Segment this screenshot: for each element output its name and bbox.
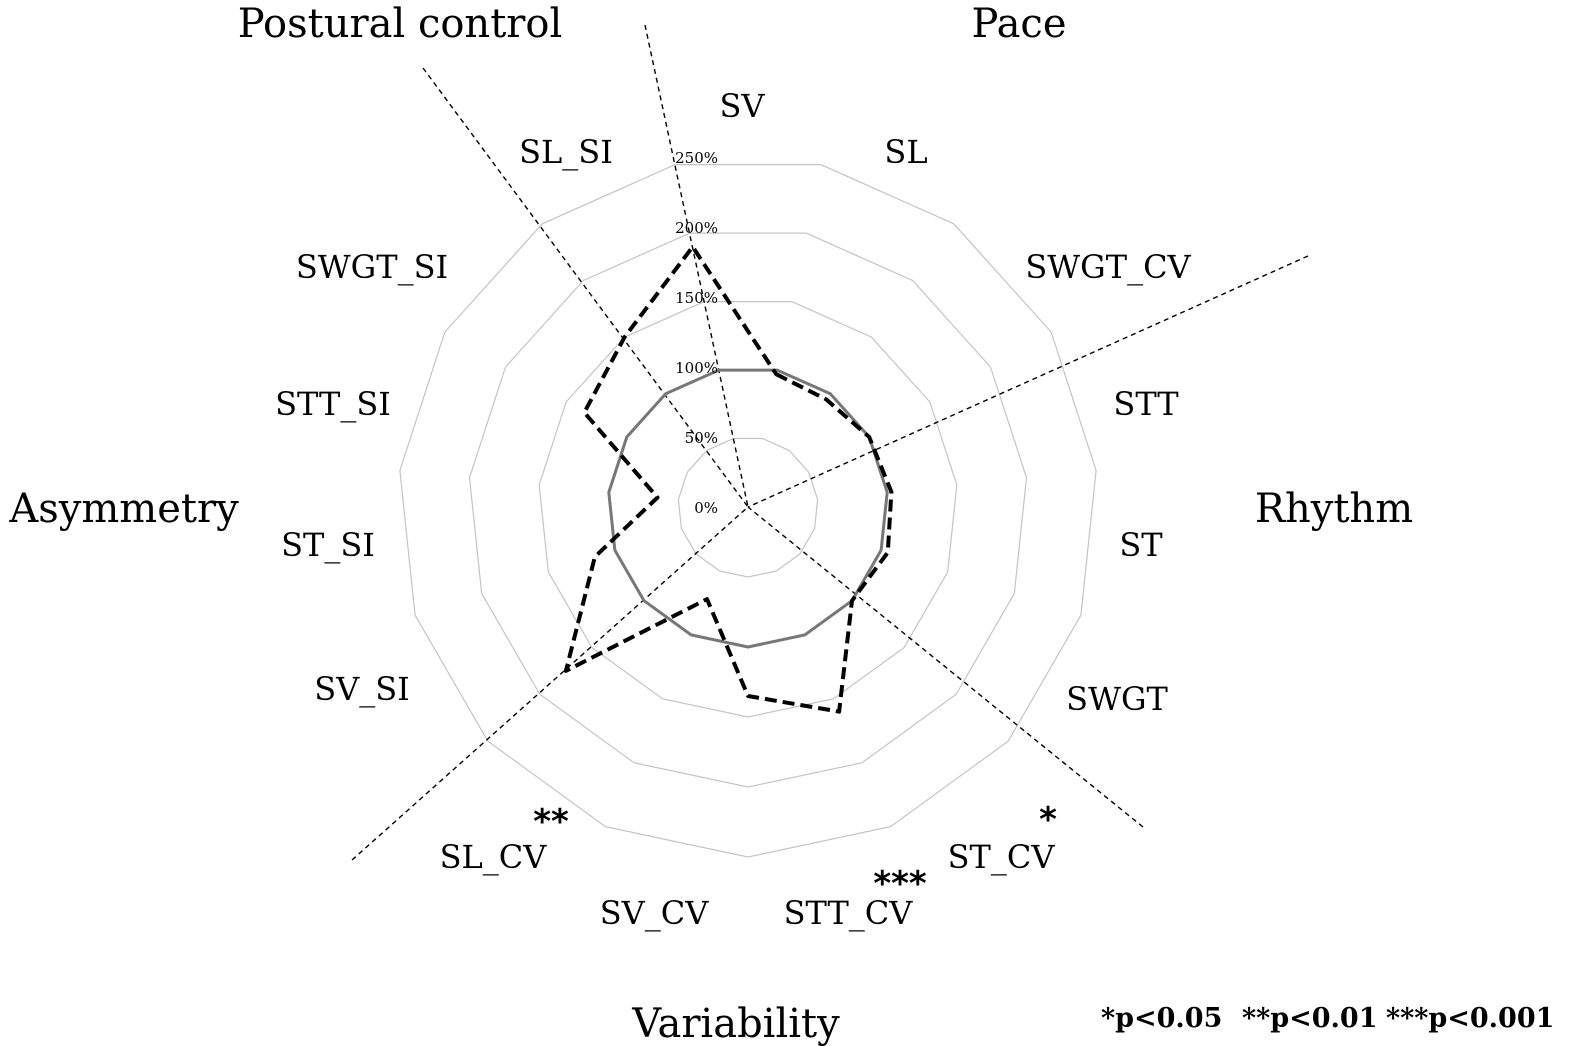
domain-divider-4 xyxy=(747,506,1144,828)
legend: *p<0.05 **p<0.01 ***p<0.001 xyxy=(1101,1003,1554,1034)
tick-label-50: 50% xyxy=(685,429,718,447)
reference-series-line xyxy=(607,368,889,649)
domain-label-pace: Pace xyxy=(971,1,1066,47)
domain-label-asymmetry: Asymmetry xyxy=(8,486,239,532)
legend-item-2: **p<0.01 xyxy=(1242,1003,1378,1034)
domain-divider-3 xyxy=(747,255,1309,508)
grid-rings xyxy=(399,164,1097,858)
tick-label-250: 250% xyxy=(675,149,718,167)
axis-label-swgt: SWGT xyxy=(1066,680,1168,718)
grid-ring-250 xyxy=(399,164,1097,858)
significance-mark-sl-cv: ** xyxy=(533,802,569,842)
axis-label-sl: SL xyxy=(884,133,927,171)
domain-divider-2 xyxy=(422,67,749,508)
legend-item-3: ***p<0.001 xyxy=(1386,1003,1554,1034)
significance-marks: ****** xyxy=(533,800,1057,904)
axis-label-sl-si: SL_SI xyxy=(519,133,613,171)
axis-label-sv-si: SV_SI xyxy=(314,670,410,708)
axis-label-swgt-si: SWGT_SI xyxy=(296,248,448,286)
tick-label-0: 0% xyxy=(694,499,718,517)
dashed-series-line xyxy=(563,244,894,714)
domain-label-postural-control: Postural control xyxy=(238,1,563,47)
domain-label-variability: Variability xyxy=(631,1001,840,1046)
grid-ring-50 xyxy=(677,437,819,578)
significance-mark-st-cv: * xyxy=(1039,800,1057,840)
significance-mark-stt-cv: *** xyxy=(873,864,927,904)
domain-dividers xyxy=(351,24,1309,861)
series-lines xyxy=(563,244,894,714)
domain-label-rhythm: Rhythm xyxy=(1255,486,1413,532)
grid-ring-150 xyxy=(538,301,958,718)
tick-label-200: 200% xyxy=(675,219,718,237)
tick-label-150: 150% xyxy=(675,289,718,307)
axis-label-sv-cv: SV_CV xyxy=(600,894,710,932)
axis-label-stt-cv: STT_CV xyxy=(784,894,914,932)
domain-divider-5 xyxy=(351,506,749,861)
axis-labels: SV SL SWGT_CV STT ST SWGT ST_CV STT_CV SV_CV SL_C… xyxy=(275,87,1191,932)
axis-label-st-cv: ST_CV xyxy=(948,838,1056,876)
axis-label-stt: STT xyxy=(1113,385,1179,423)
radial-tick-labels: 0% 50% 100% 150% 200% 250% xyxy=(675,149,718,517)
domain-divider-1 xyxy=(644,24,749,508)
legend-item-1: *p<0.05 xyxy=(1101,1003,1222,1034)
axis-label-st-si: ST_SI xyxy=(281,526,375,564)
grid-ring-200 xyxy=(468,232,1028,788)
axis-label-swgt-cv: SWGT_CV xyxy=(1025,248,1191,286)
axis-label-sl-cv: SL_CV xyxy=(440,838,548,876)
axis-label-st: ST xyxy=(1119,526,1163,564)
axis-label-stt-si: STT_SI xyxy=(275,385,391,423)
axis-label-sv: SV xyxy=(719,87,765,125)
tick-label-100: 100% xyxy=(675,359,718,377)
